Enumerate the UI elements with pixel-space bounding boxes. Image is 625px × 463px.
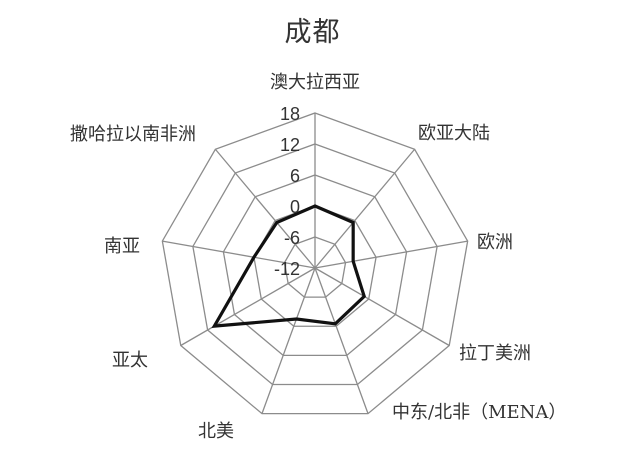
axis-spoke — [314, 267, 450, 347]
radar-grid — [161, 112, 469, 415]
radar-series — [211, 204, 367, 328]
series-line — [211, 204, 367, 328]
grid-ring — [192, 143, 438, 386]
axis-label: 澳大拉西亚 — [270, 72, 360, 93]
tick-label: 6 — [290, 166, 300, 186]
tick-label: 0 — [290, 197, 300, 217]
axis-label: 中东/北非（MENA） — [392, 402, 566, 423]
radial-tick-labels: 18 12 6 0 -6 -12 — [274, 104, 300, 279]
axis-label: 拉丁美洲 — [459, 343, 531, 364]
axis-label: 欧亚大陆 — [418, 123, 490, 144]
axis-label: 北美 — [198, 421, 234, 442]
grid-ring — [161, 112, 469, 415]
tick-label: -12 — [274, 259, 300, 279]
axis-spoke — [261, 267, 316, 414]
axis-spoke — [314, 267, 369, 414]
tick-label: -6 — [284, 228, 300, 248]
axis-label: 亚太 — [112, 350, 148, 371]
tick-label: 18 — [280, 104, 300, 124]
grid-ring — [283, 236, 347, 298]
axis-label: 欧洲 — [477, 232, 513, 253]
axis-spoke — [314, 148, 416, 269]
radar-spokes — [162, 113, 468, 414]
axis-spoke — [214, 148, 316, 269]
axis-label: 南亚 — [104, 236, 140, 257]
axis-spoke — [314, 240, 468, 269]
axis-spoke — [162, 240, 316, 269]
tick-label: 12 — [280, 135, 300, 155]
axis-label: 撒哈拉以南非洲 — [70, 124, 196, 145]
grid-ring — [222, 174, 408, 357]
chart-title: 成都 — [284, 17, 341, 48]
axis-spoke — [180, 267, 316, 347]
